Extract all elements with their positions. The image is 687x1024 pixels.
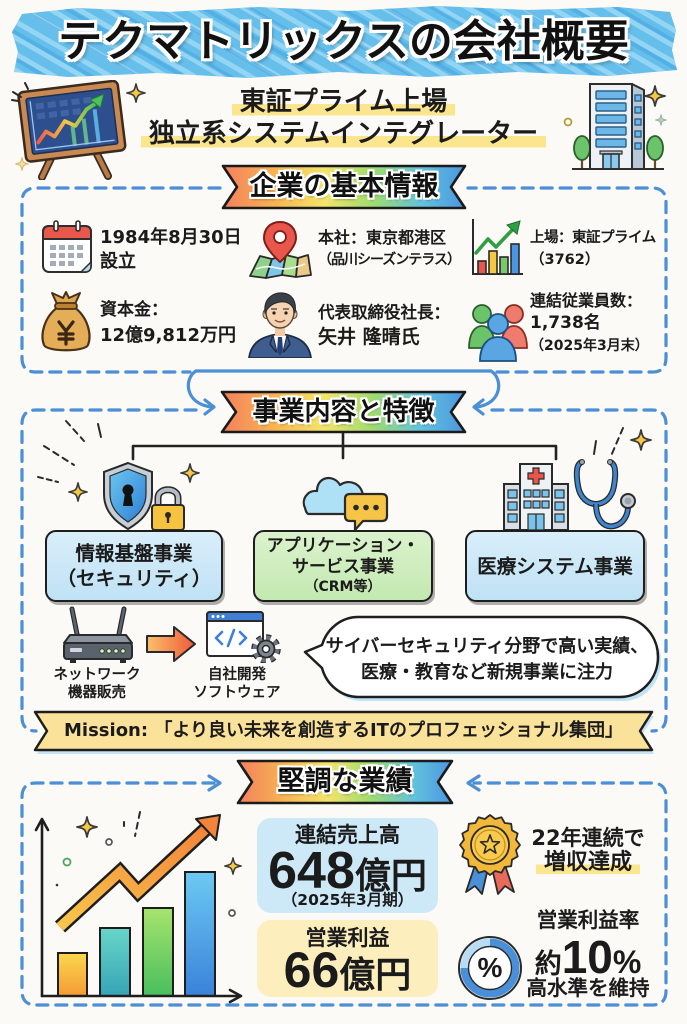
operating-margin-value-row: 約10% (520, 932, 656, 982)
capital-label: 資本金： (100, 300, 168, 320)
headquarters-building: （品川シーズンテラス） (318, 252, 461, 268)
mission-banner (33, 710, 654, 754)
revenue-value: 648 (268, 842, 355, 900)
employees-label: 連結従業員数： (530, 291, 643, 310)
performance-dashed-frame (20, 781, 668, 1007)
subtitle-listing-text: 東証プライム上場 (231, 86, 456, 118)
business-dashed-frame (20, 408, 668, 733)
employees-group-icon (468, 304, 528, 362)
operating-profit-label: 営業利益 (305, 926, 390, 950)
calendar-icon (42, 220, 92, 273)
own-software-label: 自社開発 ソフトウェア (182, 666, 292, 702)
operating-margin-unit: % (612, 944, 642, 980)
operating-profit-value: 66 (283, 942, 340, 998)
segment-application-name-2: サービス事業 (292, 557, 394, 577)
map-pin-icon (249, 220, 312, 279)
revenue-streak-line-2: 増収達成 (535, 850, 640, 876)
right-arrow-icon (146, 626, 196, 662)
performance-arrowheads (207, 774, 481, 792)
own-software-line-1: 自社開発 (208, 667, 266, 683)
business-ribbon (220, 390, 467, 434)
segment-security-box: 情報基盤事業 （セキュリティ） (45, 530, 223, 602)
operating-profit-value-row: 66億円 (257, 945, 438, 996)
headquarters-address: 本社：東京都港区 (318, 228, 447, 247)
operating-profit-unit: 億円 (339, 955, 412, 996)
employees-info: 連結従業員数： 1,738名 （2025年3月末） (530, 289, 649, 358)
businessman-avatar-icon (248, 292, 312, 358)
speech-bubble-line-1: サイバーセキュリティ分野で高い実績、 (325, 636, 649, 657)
page-title: テクマトリックスの会社概要 (58, 16, 629, 67)
founding-date: 1984年8月30日 (100, 227, 242, 248)
subtitle-line-1: 東証プライム上場 (0, 86, 687, 118)
founding-info: 1984年8月30日 設立 (100, 226, 242, 274)
speech-bubble-line-2: 医療・教育など新規事業に注力 (361, 662, 613, 683)
revenue-period: （2025年3月期） (281, 891, 414, 909)
title-brush-band (12, 6, 677, 78)
section-connector-arrows (186, 369, 501, 416)
percent-ring-icon (458, 936, 522, 1000)
own-software-line-2: ソフトウェア (193, 685, 281, 701)
capital-info: 資本金： 12億9,812万円 (100, 298, 236, 348)
stock-code: （3762） (530, 252, 600, 268)
capital-value: 12億9,812万円 (100, 325, 236, 346)
growth-bar-chart-arrow-icon (34, 814, 243, 1004)
revenue-label: 連結売上高 (295, 823, 400, 847)
operating-margin-note: 高水準を維持 (526, 976, 650, 1000)
revenue-card: 連結売上高 648億円 （2025年3月期） (257, 818, 438, 913)
network-router-icon (63, 606, 133, 663)
headquarters-info: 本社：東京都港区 （品川シーズンテラス） (318, 227, 461, 271)
basic-info-ribbon (221, 164, 467, 210)
ceo-info: 代表取締役社長： 矢井 隆晴氏 (318, 301, 450, 349)
segment-medical-name: 医療システム事業 (477, 554, 633, 578)
award-medal-icon (459, 814, 521, 895)
code-window-gear-icon (206, 611, 281, 663)
speech-bubble-text: サイバーセキュリティ分野で高い実績、 医療・教育など新規事業に注力 (322, 634, 652, 686)
yen-money-bag-icon (41, 291, 91, 352)
subtitle-line-2: 独立系システムインテグレーター (0, 118, 687, 150)
decorative-dots (55, 117, 573, 917)
office-building-icon (572, 83, 664, 170)
percent-symbol: % (477, 952, 503, 983)
employees-as-of: （2025年3月末） (530, 338, 649, 354)
revenue-value-row: 648億円 (257, 845, 438, 897)
segment-security-note: （セキュリティ） (56, 567, 212, 590)
performance-ribbon (236, 759, 454, 805)
cloud-chat-icon (302, 477, 389, 532)
business-tree-lines (131, 430, 558, 461)
revenue-streak-line-1: 22年連続で (531, 826, 645, 850)
segment-application-name-1: アプリケーション・ (266, 536, 420, 556)
network-sales-line-1: ネットワーク (53, 667, 141, 683)
ceo-title: 代表取締役社長： (318, 303, 450, 322)
chalkboard-growth-chart-icon (17, 80, 127, 180)
network-sales-line-2: 機器販売 (68, 685, 126, 701)
founding-label: 設立 (100, 251, 136, 272)
decorative-dashes (11, 82, 624, 837)
segment-medical-box: 医療システム事業 (465, 530, 645, 602)
segment-application-box: アプリケーション・ サービス事業 （CRM等） (253, 530, 433, 602)
business-heading: 事業内容と特徴 (252, 397, 435, 427)
segment-application-note: （CRM等） (304, 579, 382, 595)
revenue-unit: 億円 (354, 856, 427, 897)
listing-market: 上場：東証プライム (530, 230, 656, 246)
mission-statement: Mission: 「より良い未来を創造するITのプロフェッショナル集団」 (64, 720, 623, 741)
speech-bubble (303, 615, 661, 701)
operating-profit-card: 営業利益 66億円 (257, 920, 438, 997)
subtitle-sier-text: 独立系システムインテグレーター (140, 118, 547, 150)
operating-margin-value: 10 (561, 931, 613, 983)
listing-info: 上場：東証プライム （3762） (530, 227, 656, 271)
basic-info-dashed-frame (20, 186, 668, 374)
hospital-stethoscope-icon (503, 459, 636, 531)
segment-security-name: 情報基盤事業 (75, 542, 193, 565)
performance-heading: 堅調な業績 (277, 766, 413, 797)
basic-info-heading: 企業の基本情報 (249, 171, 439, 202)
rising-bar-chart-icon (472, 219, 523, 275)
network-sales-label: ネットワーク 機器販売 (42, 666, 152, 702)
revenue-streak-line-2-row: 増収達成 (524, 850, 652, 876)
ceo-name: 矢井 隆晴氏 (318, 326, 420, 348)
employees-count: 1,738名 (530, 313, 601, 333)
operating-margin-prefix: 約 (534, 949, 562, 980)
operating-margin-label: 営業利益率 (536, 908, 640, 932)
shield-lock-icon (103, 461, 185, 531)
